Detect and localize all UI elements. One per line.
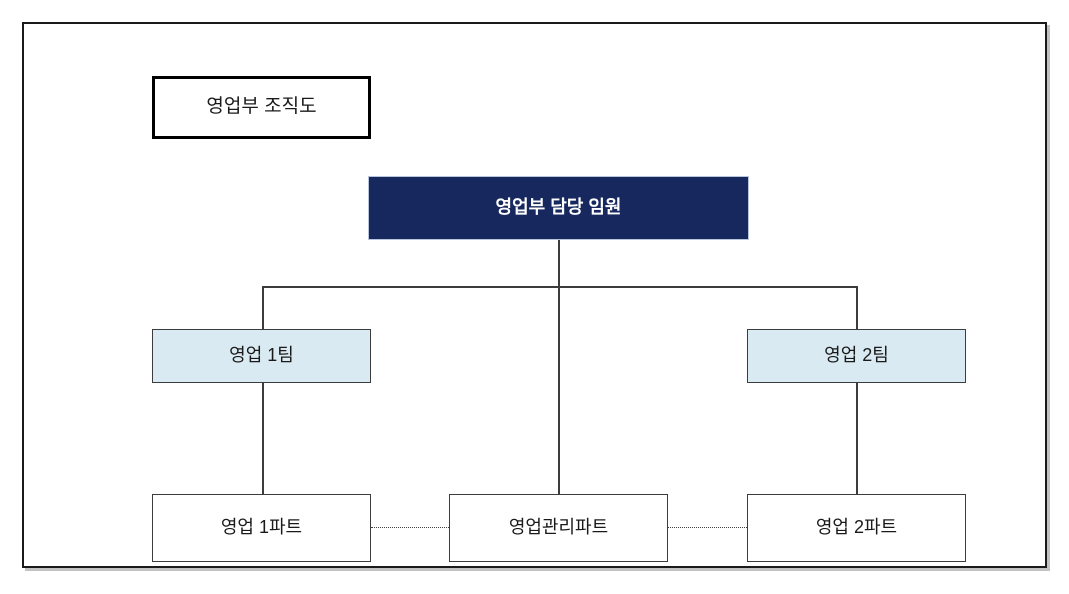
- document-frame: 영업부 조직도 영업부 담당 임원 영업 1팀 영업 2팀 영업 1파트 영업관…: [22, 22, 1047, 568]
- node-sales-part-1[interactable]: 영업 1파트: [152, 494, 371, 562]
- chart-title-label: 영업부 조직도: [206, 96, 317, 118]
- node-sales-part-2-label: 영업 2파트: [815, 517, 898, 538]
- connector-executive-to-management-part: [558, 286, 560, 495]
- chart-title-box: 영업부 조직도: [152, 76, 371, 139]
- node-sales-team-2-label: 영업 2팀: [824, 345, 889, 366]
- connector-executive-stem: [558, 240, 560, 287]
- node-executive-label: 영업부 담당 임원: [495, 197, 622, 218]
- node-sales-team-2[interactable]: 영업 2팀: [747, 329, 966, 383]
- connector-bus-to-team-2: [856, 286, 858, 330]
- node-sales-team-1[interactable]: 영업 1팀: [152, 329, 371, 383]
- connector-team-2-to-part-2: [856, 382, 858, 495]
- node-sales-part-2[interactable]: 영업 2파트: [747, 494, 966, 562]
- connector-dotted-management-to-part-2: [668, 527, 747, 528]
- node-sales-management-part-label: 영업관리파트: [508, 517, 609, 538]
- node-sales-part-1-label: 영업 1파트: [220, 517, 303, 538]
- connector-bus-to-team-1: [262, 286, 264, 330]
- connector-team-1-to-part-1: [262, 382, 264, 495]
- node-sales-team-1-label: 영업 1팀: [229, 345, 294, 366]
- node-sales-management-part[interactable]: 영업관리파트: [449, 494, 668, 562]
- node-executive[interactable]: 영업부 담당 임원: [368, 176, 749, 240]
- connector-dotted-part-1-to-management: [371, 527, 449, 528]
